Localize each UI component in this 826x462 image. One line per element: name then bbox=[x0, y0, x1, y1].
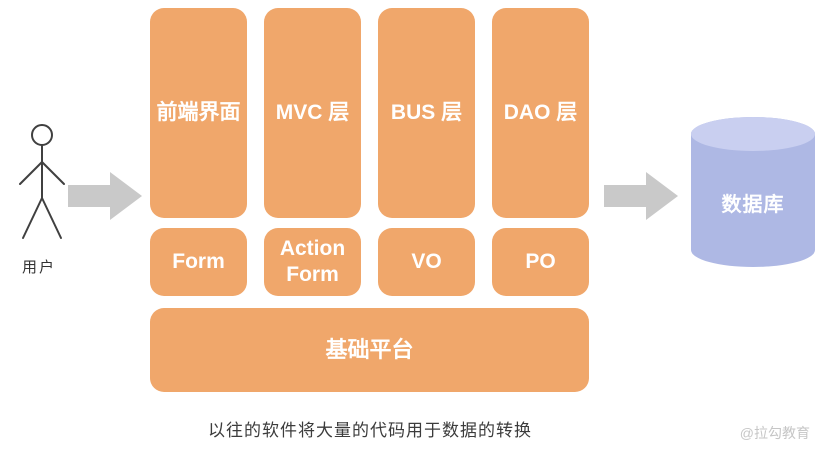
actor-arm-right bbox=[41, 161, 65, 185]
actor-leg-right bbox=[41, 197, 62, 239]
database-label: 数据库 bbox=[721, 194, 785, 216]
user-actor-icon bbox=[19, 124, 65, 239]
arrow-layers-to-database-icon bbox=[604, 172, 678, 220]
object-label: Action Form bbox=[279, 236, 346, 286]
database-cylinder: 数据库 bbox=[690, 116, 816, 268]
layer-label: DAO 层 bbox=[503, 100, 578, 124]
database-icon bbox=[691, 117, 815, 267]
object-label: Form bbox=[172, 249, 225, 273]
user-label: 用户 bbox=[22, 259, 57, 276]
platform-box: 基础平台 bbox=[150, 308, 589, 392]
layer-label: 前端界面 bbox=[156, 100, 241, 124]
layer-box-mvc: MVC 层 bbox=[264, 8, 361, 218]
object-box-action-form: Action Form bbox=[264, 228, 361, 296]
layer-label: MVC 层 bbox=[275, 100, 350, 124]
object-label: VO bbox=[411, 249, 442, 273]
platform-label: 基础平台 bbox=[325, 337, 414, 363]
watermark-text: @拉勾教育 bbox=[739, 425, 810, 441]
object-label: PO bbox=[525, 249, 556, 273]
object-box-vo: VO bbox=[378, 228, 475, 296]
layer-label: BUS 层 bbox=[390, 100, 463, 124]
layer-box-dao: DAO 层 bbox=[492, 8, 589, 218]
actor-leg-left bbox=[22, 197, 43, 239]
object-box-form: Form bbox=[150, 228, 247, 296]
layer-box-bus: BUS 层 bbox=[378, 8, 475, 218]
object-box-po: PO bbox=[492, 228, 589, 296]
actor-head bbox=[31, 124, 53, 146]
arrow-user-to-layers-icon bbox=[68, 172, 142, 220]
diagram-caption: 以往的软件将大量的代码用于数据的转换 bbox=[208, 421, 532, 440]
actor-arm-left bbox=[19, 161, 43, 185]
layer-box-frontend: 前端界面 bbox=[150, 8, 247, 218]
